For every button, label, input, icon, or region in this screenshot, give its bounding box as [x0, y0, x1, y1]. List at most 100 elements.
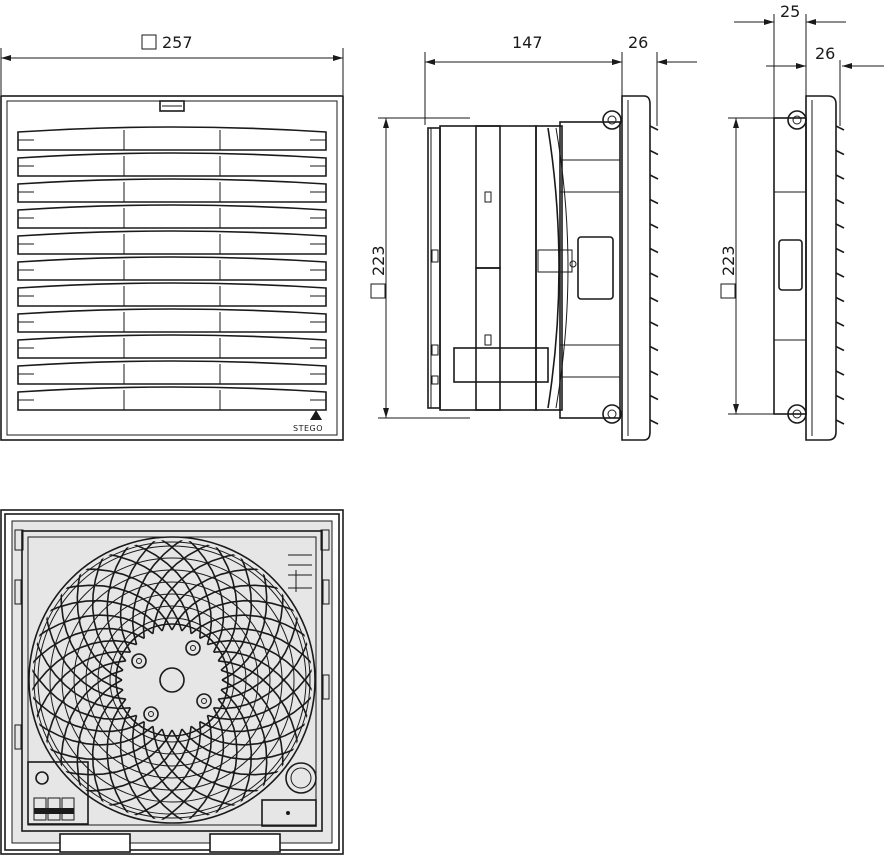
- guard-wire: [32, 719, 154, 746]
- grille-fin: [835, 174, 845, 180]
- louvre-slat: [17, 126, 327, 151]
- grille-fin: [649, 345, 659, 352]
- guard-wire: [199, 627, 312, 669]
- dim-filter-grille-label: 26: [815, 44, 835, 63]
- guard-wire: [91, 550, 124, 671]
- guard-wire: [58, 584, 173, 631]
- guard-wire: [32, 639, 137, 698]
- grille-fin: [649, 394, 659, 401]
- guard-wire: [127, 541, 202, 639]
- louvre-slat: [17, 282, 327, 307]
- guard-wire: [42, 599, 163, 632]
- dim-width-label: 257: [162, 33, 193, 52]
- grille-fin: [649, 247, 659, 254]
- corner-clip: [787, 110, 807, 424]
- guard-wire: [211, 540, 238, 662]
- grille-fin: [649, 198, 659, 205]
- square-symbol-icon: [720, 283, 736, 299]
- guard-wire: [211, 698, 238, 820]
- guard-wire: [127, 721, 202, 819]
- hub-center: [159, 667, 185, 693]
- dim-depth-label: 147: [512, 33, 543, 52]
- louvre-slat: [17, 256, 327, 281]
- guard-wire: [220, 586, 284, 691]
- grille-fin: [649, 321, 659, 327]
- louvre-slat: [17, 308, 327, 333]
- grille-fin: [835, 296, 845, 303]
- guard-wire: [32, 662, 137, 721]
- grille-fin: [649, 223, 659, 229]
- guard-wire: [199, 691, 312, 733]
- rear-view: [0, 509, 344, 855]
- motor-label-plate: [577, 236, 614, 300]
- guard-wire: [32, 614, 154, 641]
- grille-fin: [835, 125, 845, 131]
- square-symbol-icon: [141, 34, 157, 50]
- guard-wire: [183, 540, 225, 653]
- grille-fin: [649, 174, 659, 180]
- guard-wire: [161, 568, 266, 632]
- outlet-grille: [621, 95, 651, 441]
- svg-text:STEGO: STEGO: [293, 424, 323, 433]
- latch-tab: [159, 100, 185, 112]
- grille-fin: [649, 125, 659, 131]
- rear-housing-outline: [0, 509, 344, 855]
- cable-clamp: [261, 799, 317, 827]
- guard-wire: [218, 609, 300, 700]
- guard-wire: [58, 729, 173, 776]
- louvre-slat: [17, 178, 327, 203]
- grille-fin: [649, 296, 659, 303]
- guard-wire: [152, 552, 243, 634]
- housing-outline: [0, 95, 344, 441]
- guard-wire: [131, 715, 190, 820]
- grille-fin: [835, 223, 845, 229]
- fan-mounting-plate: [21, 530, 323, 832]
- grille-fin: [835, 247, 845, 254]
- motor-frame: [559, 121, 621, 419]
- guard-wire: [154, 540, 213, 645]
- grille-fin: [649, 149, 659, 156]
- guard-wire: [221, 566, 268, 681]
- louvre-slat: [17, 230, 327, 255]
- terminal-block: [453, 347, 549, 383]
- guard-wire: [91, 689, 124, 810]
- guard-wire: [78, 728, 183, 792]
- guard-wire: [221, 679, 268, 794]
- guard-wire: [106, 540, 133, 662]
- louvre-slat: [17, 152, 327, 177]
- square-symbol-icon: [370, 283, 386, 299]
- guard-wire: [171, 729, 286, 776]
- fan-ring: [28, 536, 316, 824]
- grille-fin: [649, 419, 659, 425]
- guard-wire: [101, 552, 192, 634]
- hub-screw: [131, 640, 212, 722]
- motor-hub: [115, 623, 229, 737]
- grille-fins: [649, 125, 659, 425]
- guard-wire: [218, 660, 300, 751]
- guard-wire: [207, 639, 312, 698]
- guard-wire: [60, 586, 124, 691]
- guard-wire: [142, 721, 217, 819]
- guard-wire: [33, 650, 131, 725]
- guard-wire: [32, 627, 145, 669]
- guard-wire: [220, 689, 253, 810]
- louvre-grille: [17, 126, 327, 411]
- thermostat-knob: [285, 762, 317, 794]
- terminal-connector: [27, 761, 89, 825]
- housing-inner-frame: [6, 100, 338, 436]
- grille-fin: [835, 419, 845, 425]
- guard-wire: [161, 728, 266, 792]
- guard-wire: [171, 584, 286, 631]
- guard-wire: [60, 669, 124, 774]
- fan-guard: [32, 540, 312, 820]
- louvre-slat: [17, 204, 327, 229]
- filter-side-view: 25 26 223: [719, 2, 884, 441]
- guard-wire: [181, 728, 302, 761]
- side-view: 147 26 223: [369, 33, 697, 441]
- grille-fin: [835, 394, 845, 401]
- dim-filter-height-label: 223: [719, 245, 738, 276]
- guard-wire: [142, 541, 217, 639]
- guard-wire: [119, 707, 161, 820]
- stego-logo: STEGO: [293, 410, 323, 433]
